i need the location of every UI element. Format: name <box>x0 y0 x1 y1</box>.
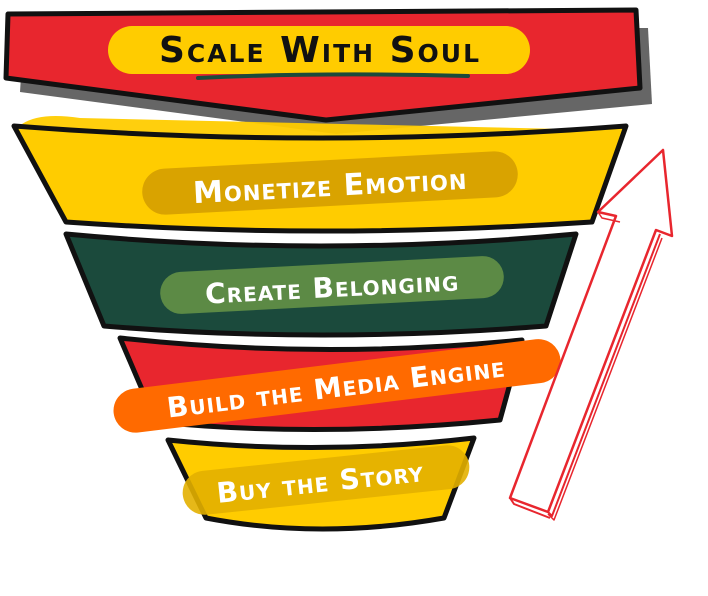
level-pill <box>182 445 470 515</box>
title-underline <box>196 72 470 80</box>
funnel-level-buy-the-story: Buy the Story <box>165 435 477 532</box>
title-text: Scale With Soul <box>159 30 481 71</box>
level-pill <box>142 151 518 215</box>
title-banner: Scale With Soul <box>3 7 652 134</box>
up-arrow-icon <box>508 148 674 521</box>
funnel-level-create-belonging: Create Belonging <box>63 231 579 338</box>
funnel-level-monetize-emotion: Monetize Emotion <box>11 116 629 234</box>
level-pill <box>113 339 561 433</box>
title-pill <box>108 26 530 74</box>
funnel-level-build-media-engine: Build the Media Engine <box>113 335 561 433</box>
level-pill <box>160 256 504 314</box>
